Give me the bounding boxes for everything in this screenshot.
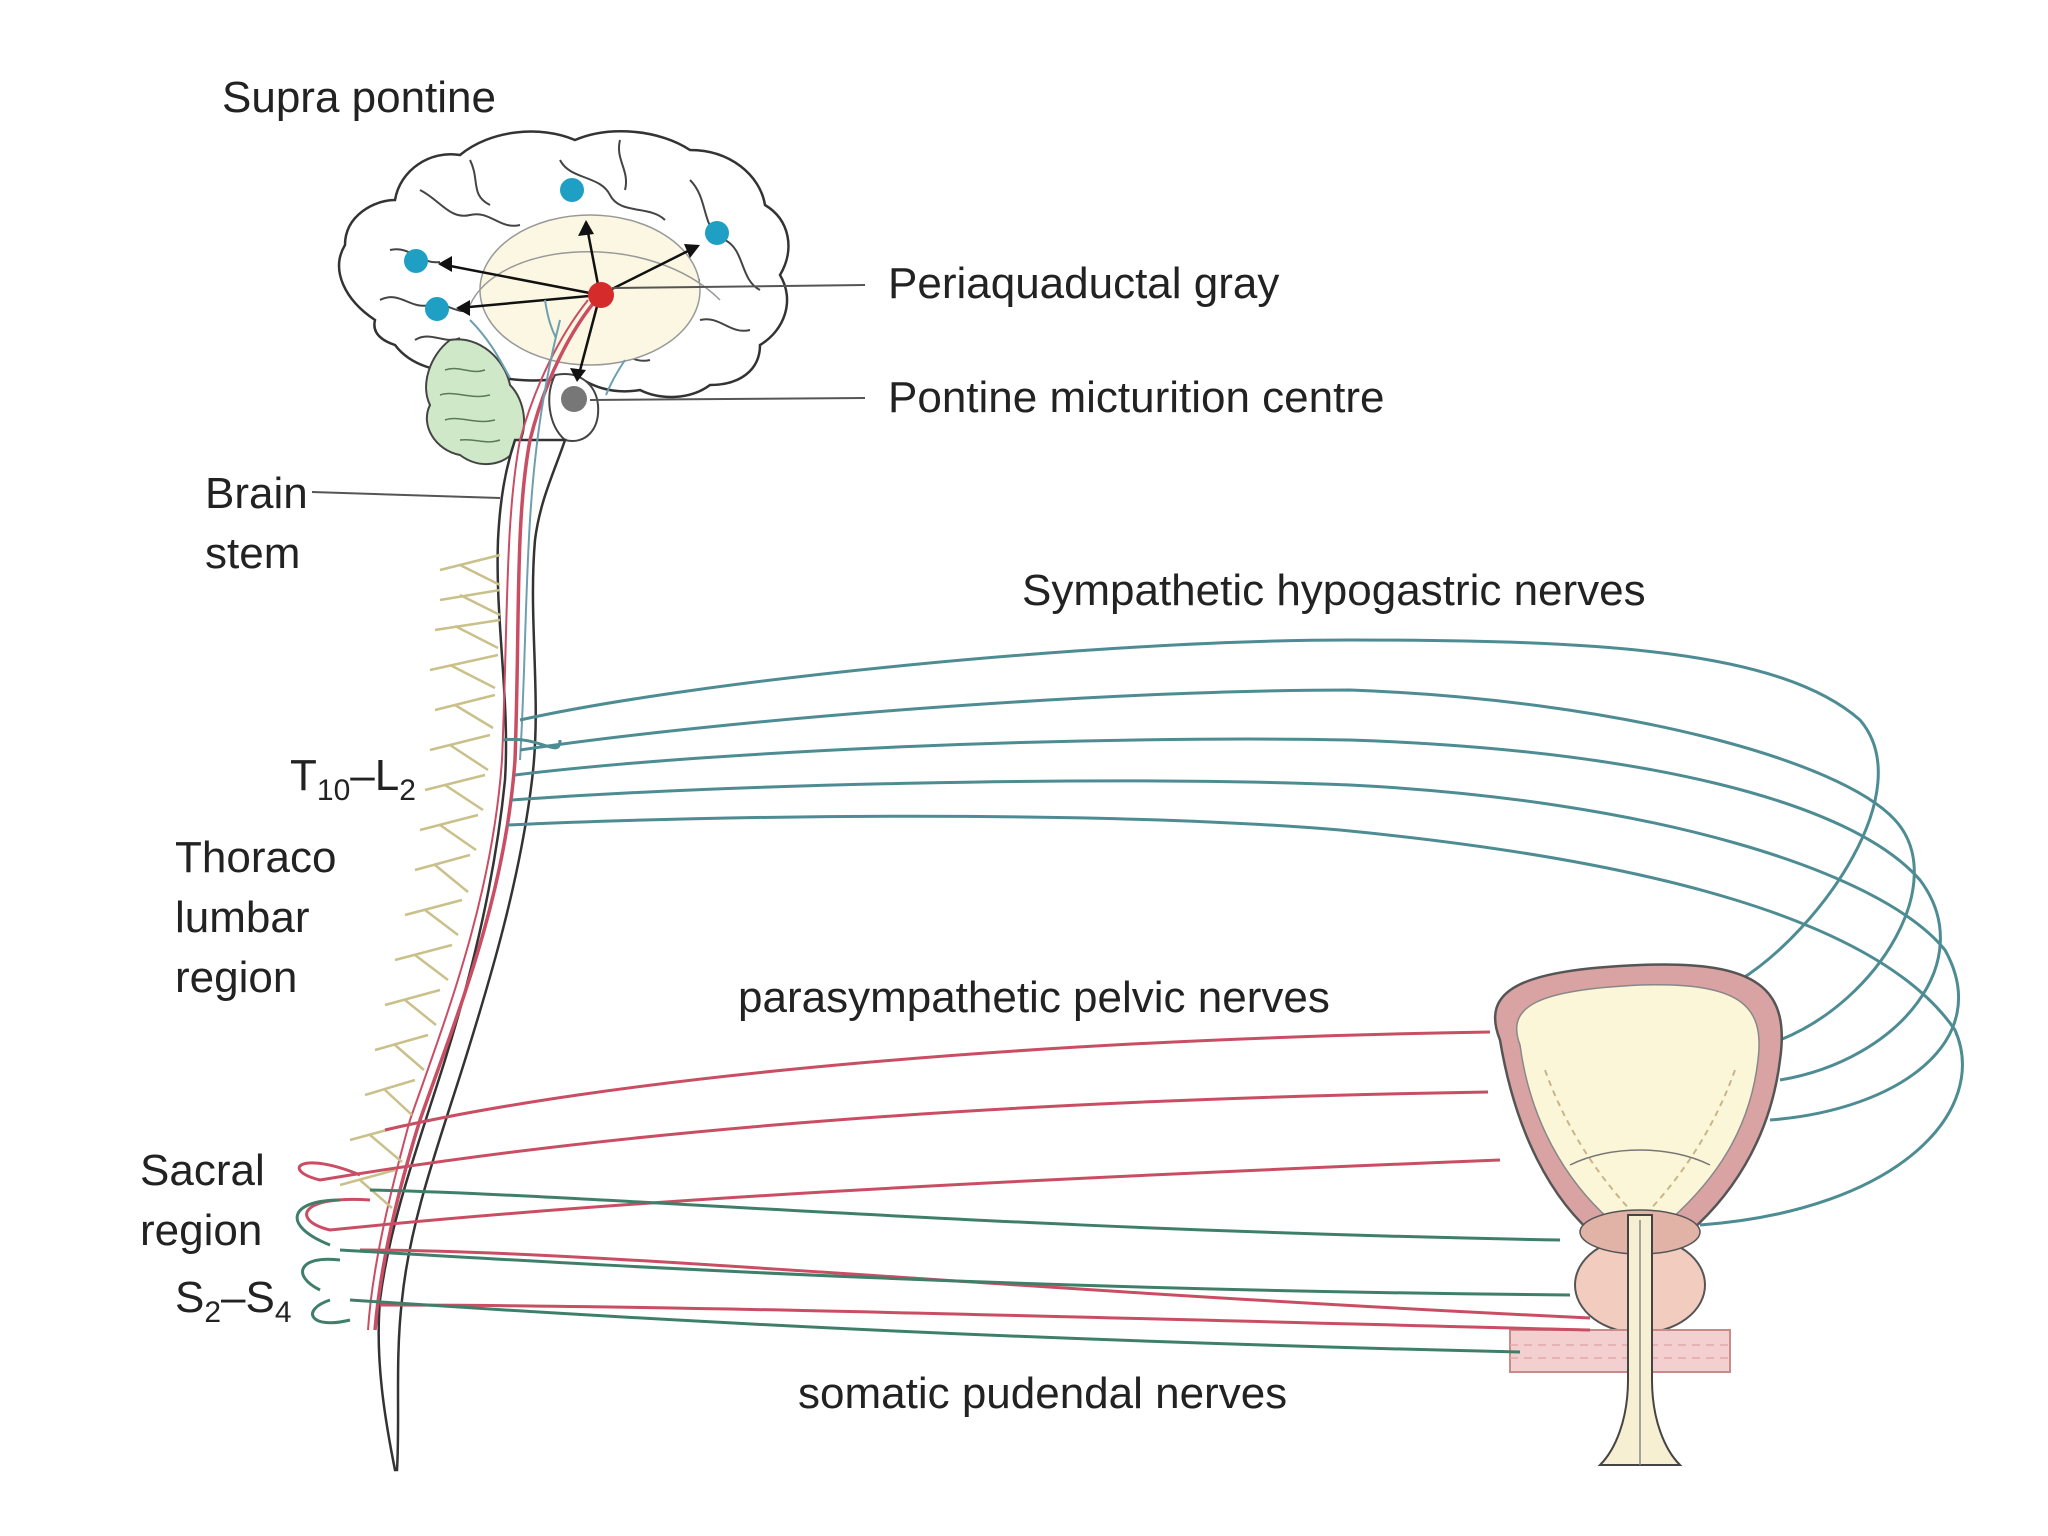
- parasympathetic-nerve-5: [379, 1303, 1591, 1332]
- sympathetic-nerve-3: [514, 737, 1942, 1082]
- spinal-cord: [367, 293, 602, 1472]
- t10-l2-sub2: 2: [399, 774, 416, 807]
- parasympathetic-nerve-2: [297, 1090, 1489, 1182]
- ascending-pathway-blue: [519, 319, 561, 761]
- somatic-pudendal-nerves: [295, 1188, 1571, 1354]
- label-brain-stem-line1: Brain: [205, 469, 308, 518]
- label-sacral-line2: region: [140, 1206, 262, 1255]
- supra-pontine-dot-left-lower: [425, 297, 449, 321]
- parasympathetic-nerve-1: [384, 1030, 1491, 1132]
- label-somatic-pudendal-nerves: somatic pudendal nerves: [798, 1369, 1287, 1418]
- pelvic-floor-band: [1509, 1329, 1731, 1373]
- somatic-nerve-3: [301, 1257, 1521, 1354]
- t10-l2-sub1: 10: [317, 774, 350, 807]
- supra-pontine-dot-top: [560, 178, 584, 202]
- sympathetic-nerve-5: [507, 814, 1964, 1227]
- s2-s4-sub2: 4: [275, 1296, 292, 1329]
- supra-pontine-dot-right: [705, 221, 729, 245]
- s2-s4-dash: –: [221, 1273, 246, 1322]
- cerebellum: [425, 338, 526, 466]
- sympathetic-nerve-2: [519, 688, 1916, 1042]
- t10-l2-letter2: L: [375, 751, 399, 800]
- label-parasympathetic-pelvic-nerves: parasympathetic pelvic nerves: [738, 973, 1330, 1022]
- sympathetic-nerve-4: [511, 779, 1960, 1122]
- label-thoraco-line2: lumbar: [175, 893, 310, 942]
- label-thoraco-line3: region: [175, 953, 297, 1002]
- s2-s4-letter2: S: [246, 1273, 275, 1322]
- bladder-lumen: [1515, 984, 1760, 1226]
- parasympathetic-nerve-4: [359, 1248, 1591, 1320]
- label-t10-l2: T10–L2: [290, 751, 416, 807]
- label-brain-stem-line2: stem: [205, 529, 300, 578]
- supra-pontine-dot-left-upper: [404, 249, 428, 273]
- descending-pathway-red: [373, 293, 602, 1331]
- sympathetic-nerve-6: [502, 737, 562, 750]
- somatic-nerve-2: [295, 1198, 1571, 1297]
- pontine-micturition-centre-dot: [561, 386, 587, 412]
- brain-markers: [404, 178, 729, 412]
- label-sacral-line1: Sacral: [140, 1146, 265, 1195]
- s2-s4-sub1: 2: [204, 1296, 221, 1329]
- label-sympathetic-hypogastric-nerves: Sympathetic hypogastric nerves: [1022, 566, 1646, 615]
- leader-lines: [311, 284, 866, 499]
- label-s2-s4: S2–S4: [175, 1273, 292, 1329]
- t10-l2-letter1: T: [290, 751, 317, 800]
- sympathetic-nerve-1: [519, 638, 1880, 982]
- bladder: [1493, 963, 1784, 1466]
- parasympathetic-pelvic-nerves: [297, 1030, 1591, 1332]
- label-thoraco-line1: Thoraco: [175, 833, 336, 882]
- label-pontine-micturition-centre: Pontine micturition centre: [888, 373, 1384, 422]
- periaqueductal-gray-dot: [588, 282, 614, 308]
- s2-s4-letter1: S: [175, 1273, 204, 1322]
- somatic-nerve-1: [369, 1188, 1561, 1242]
- t10-l2-dash: –: [350, 751, 375, 800]
- somatic-nerve-4: [311, 1298, 351, 1325]
- label-supra-pontine: Supra pontine: [222, 73, 496, 122]
- parasympathetic-nerve-3: [305, 1158, 1501, 1232]
- label-periaqueductal-gray: Periaquaductal gray: [888, 259, 1279, 308]
- sympathetic-ganglia-chain: [339, 553, 501, 1209]
- sympathetic-hypogastric-nerves: [502, 638, 1964, 1227]
